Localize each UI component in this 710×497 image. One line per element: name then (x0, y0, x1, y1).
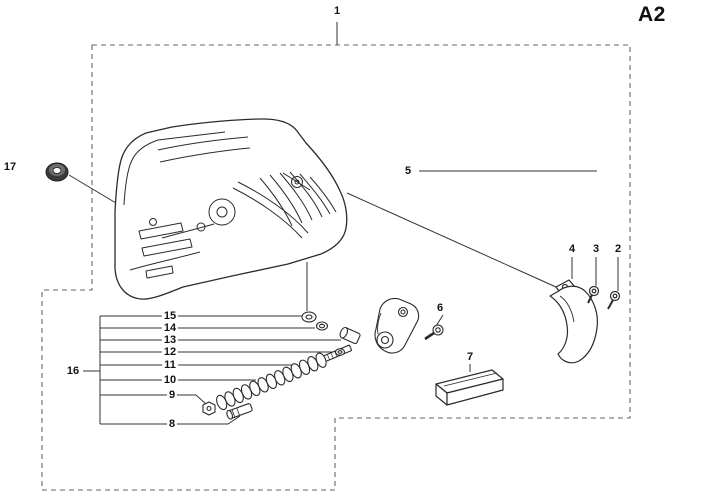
callout-17: 17 (1, 161, 19, 174)
callout-14: 14 (161, 322, 179, 335)
callout-5: 5 (402, 165, 414, 178)
callout-7: 7 (464, 351, 476, 364)
callout-3: 3 (590, 243, 602, 256)
leader-lines (68, 22, 619, 425)
callout-4: 4 (566, 243, 578, 256)
chain-guard-plate-parts (549, 279, 621, 364)
wedge-part (435, 369, 504, 406)
screw-part (424, 324, 444, 341)
callout-8: 8 (166, 418, 178, 431)
callout-6: 6 (434, 302, 446, 315)
callout-2: 2 (612, 243, 624, 256)
tensioner-block (374, 297, 420, 354)
callout-16: 16 (64, 365, 82, 378)
callout-13: 13 (161, 334, 179, 347)
clutch-cover-part (114, 118, 348, 300)
chain-tensioner-parts (202, 297, 420, 420)
callout-12: 12 (161, 346, 179, 359)
grommet-part (45, 162, 69, 182)
boundary-box (41, 44, 631, 491)
callout-11: 11 (162, 359, 178, 372)
callout-1: 1 (331, 5, 343, 18)
callout-9: 9 (166, 389, 178, 402)
callout-10: 10 (161, 374, 179, 387)
sheet-code: A2 (638, 3, 666, 26)
callout-15: 15 (161, 310, 179, 323)
